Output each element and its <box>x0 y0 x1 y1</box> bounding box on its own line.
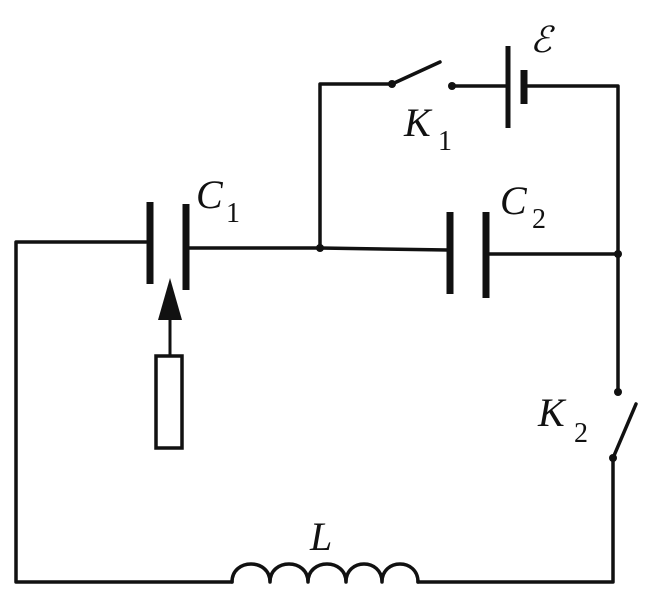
c2-label-subscript: 2 <box>532 204 546 235</box>
inductor-l <box>230 562 420 584</box>
k2-blade <box>611 402 638 460</box>
junction-right <box>614 250 622 258</box>
emf-label: ℰ <box>530 20 555 60</box>
inductor-label: L <box>309 514 332 559</box>
k1-label: K <box>403 100 433 145</box>
left-wire <box>14 240 234 584</box>
k1-contact <box>448 82 456 90</box>
battery <box>505 46 528 128</box>
capacitor-c1 <box>146 202 190 290</box>
dielectric-slab <box>154 354 184 450</box>
k2-label: K <box>537 390 567 435</box>
k2-top-contact <box>614 388 622 396</box>
battery-to-right-wire <box>522 84 620 256</box>
dielectric-insert <box>154 278 184 450</box>
capacitor-c2 <box>446 212 490 298</box>
switch-k2 <box>609 388 638 462</box>
junction-left <box>316 244 324 252</box>
switch-k1 <box>388 60 456 90</box>
inductor-coil <box>230 562 420 584</box>
k2-label-subscript: 2 <box>574 418 588 449</box>
main-loop-wires <box>14 240 620 584</box>
c2-label: C <box>500 178 528 223</box>
k1-label-subscript: 1 <box>438 126 452 157</box>
bottom-right-wire <box>416 456 615 584</box>
c1-label: C <box>196 172 224 217</box>
junction-to-c2-wire <box>318 246 450 252</box>
c1-label-subscript: 1 <box>226 198 240 229</box>
upper-left-wire <box>318 82 394 250</box>
k1-blade <box>390 60 442 86</box>
arrow-head-icon <box>158 278 182 320</box>
upper-branch <box>318 82 620 256</box>
